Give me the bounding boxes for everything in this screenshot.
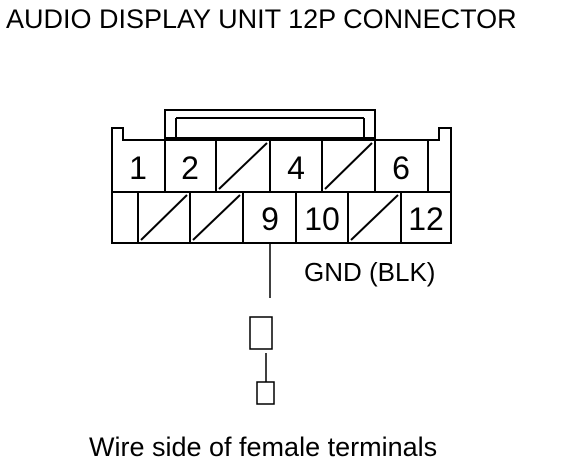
pin-4-label: 4 xyxy=(287,150,305,186)
test-probe-symbol xyxy=(249,316,275,405)
empty-cavity-8 xyxy=(192,194,241,241)
diagram-caption: Wire side of female terminals xyxy=(89,432,437,462)
connector-lock-tab xyxy=(164,109,376,139)
pin-labels: 1 2 4 6 9 10 12 xyxy=(129,150,444,237)
empty-cavity-7 xyxy=(140,194,188,241)
pin-1-label: 1 xyxy=(129,150,147,186)
empty-cavity-marks xyxy=(140,142,399,241)
empty-cavity-3 xyxy=(218,142,268,190)
pin-9-label: 9 xyxy=(261,201,279,237)
pin-6-label: 6 xyxy=(392,150,410,186)
gnd-label: GND (BLK) xyxy=(304,257,435,287)
pin-12-label: 12 xyxy=(408,201,444,237)
diagram-title: AUDIO DISPLAY UNIT 12P CONNECTOR xyxy=(6,4,517,34)
empty-cavity-11 xyxy=(350,194,399,241)
empty-cavity-5 xyxy=(324,142,373,190)
connector-housing xyxy=(111,127,452,244)
pin-2-label: 2 xyxy=(181,150,199,186)
pin-10-label: 10 xyxy=(304,201,340,237)
